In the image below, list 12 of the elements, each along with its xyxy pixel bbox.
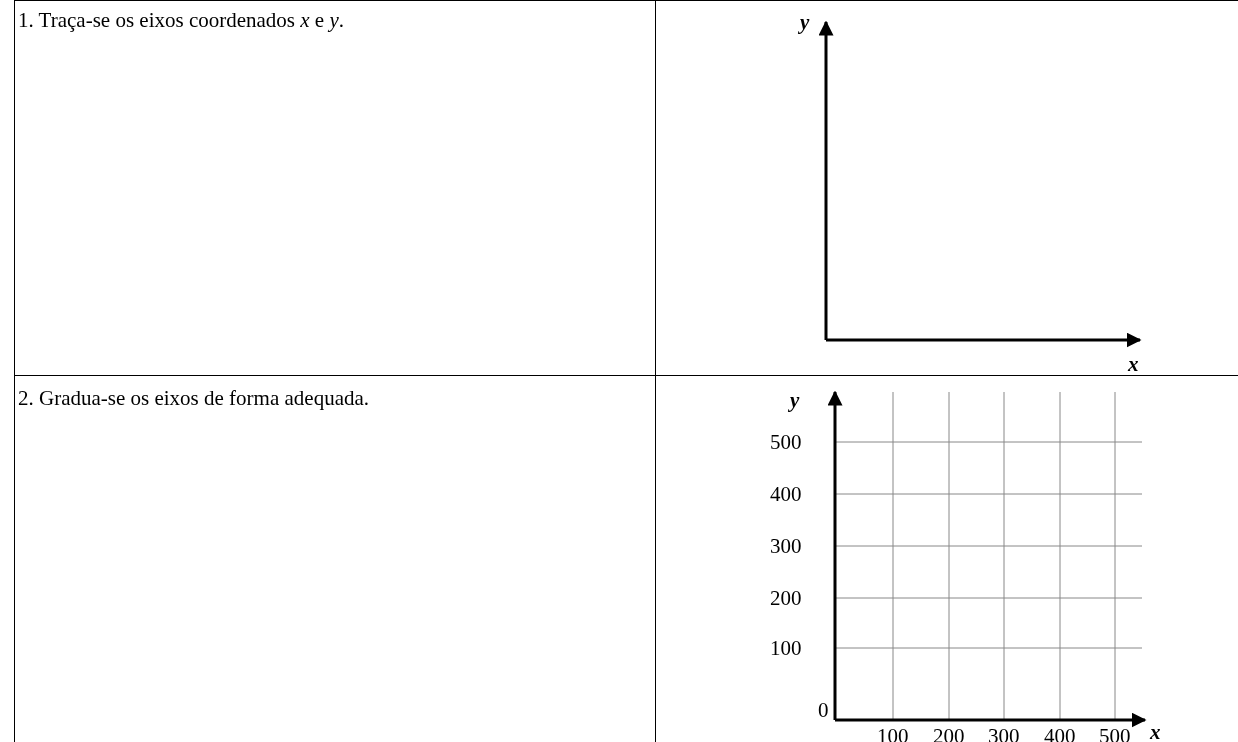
tick-label: 400 [770, 482, 802, 506]
tick-label: 200 [770, 586, 802, 610]
axis-label: x [1150, 720, 1161, 742]
tick-label: 0 [818, 698, 829, 722]
tick-label: 100 [770, 636, 802, 660]
axis-label: y [800, 10, 810, 34]
tick-label: 500 [770, 430, 802, 454]
axis-label: y [790, 388, 800, 412]
axis-label: x [1128, 352, 1139, 376]
step-instruction: 1. Traça-se os eixos coordenados x e y. [18, 8, 344, 32]
step-instruction: 2. Gradua-se os eixos de forma adequada. [18, 386, 370, 410]
tick-label: 300 [770, 534, 802, 558]
